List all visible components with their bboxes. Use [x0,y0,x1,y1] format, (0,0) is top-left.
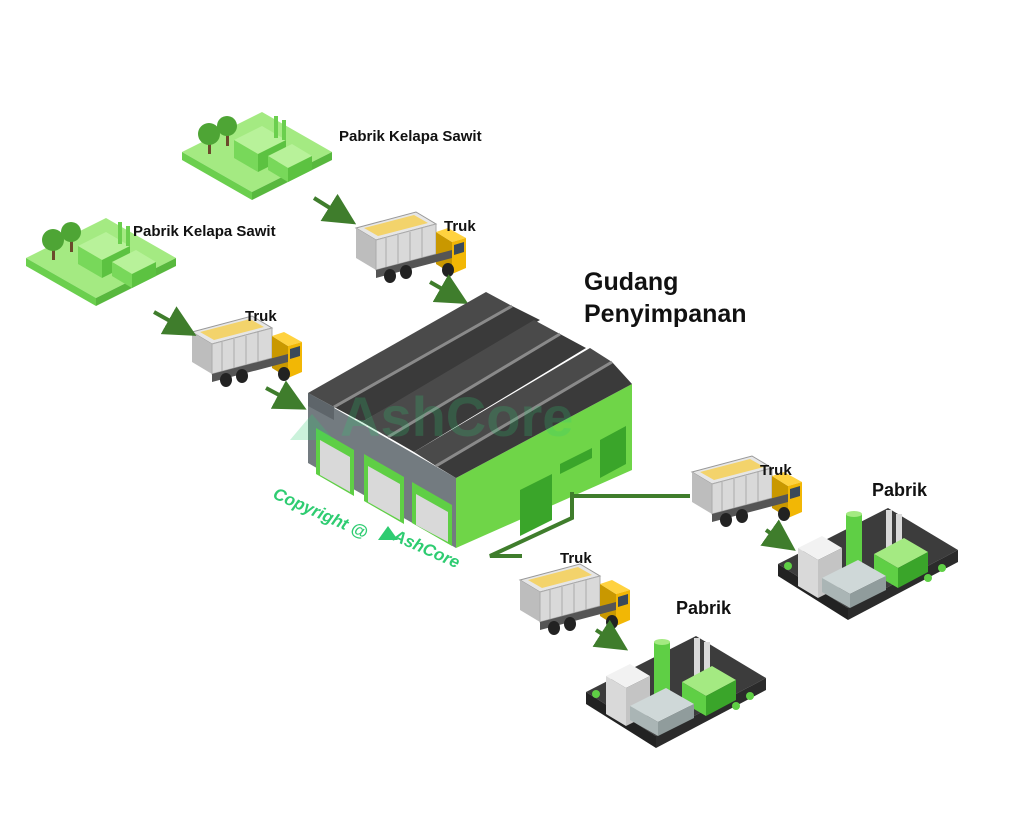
arrow-mill-left-to-truck [153,306,197,336]
label-truck-1: Truk [444,218,476,235]
connector-warehouse-to-truck4 [489,496,574,558]
warehouse-icon [308,292,632,548]
arrow-truck1-to-warehouse [429,274,469,304]
label-factory-right: Pabrik [872,480,928,500]
arrow-truck3-to-factory [760,519,796,551]
label-warehouse-line1: Gudang [584,268,679,296]
label-mill-left: Pabrik Kelapa Sawit [133,223,276,240]
label-mill-top: Pabrik Kelapa Sawit [339,128,482,145]
label-warehouse-line2: Penyimpanan [584,300,747,328]
palm-oil-mill-top-icon [182,112,332,200]
arrow-mill-top-to-truck [312,193,357,225]
label-warehouse: Gudang Penyimpanan [584,266,747,330]
flow-arrows [153,193,796,651]
copyright-logo-icon [378,526,398,540]
label-factory-bottom: Pabrik [676,598,732,618]
watermark-brand: AshCore [340,385,574,448]
watermark-logo-icon [290,414,334,440]
truck-4-icon [519,563,631,636]
label-truck-4: Truk [560,550,592,567]
label-truck-3: Truk [760,462,792,479]
label-truck-2: Truk [245,308,277,325]
arrow-truck4-to-factory [592,619,629,651]
truck-2-icon [191,315,303,388]
arrow-truck2-to-warehouse [265,380,307,410]
factory-bottom-icon [586,636,766,748]
connector-warehouse-to-truck3 [570,492,690,498]
factory-right-icon [778,508,958,620]
